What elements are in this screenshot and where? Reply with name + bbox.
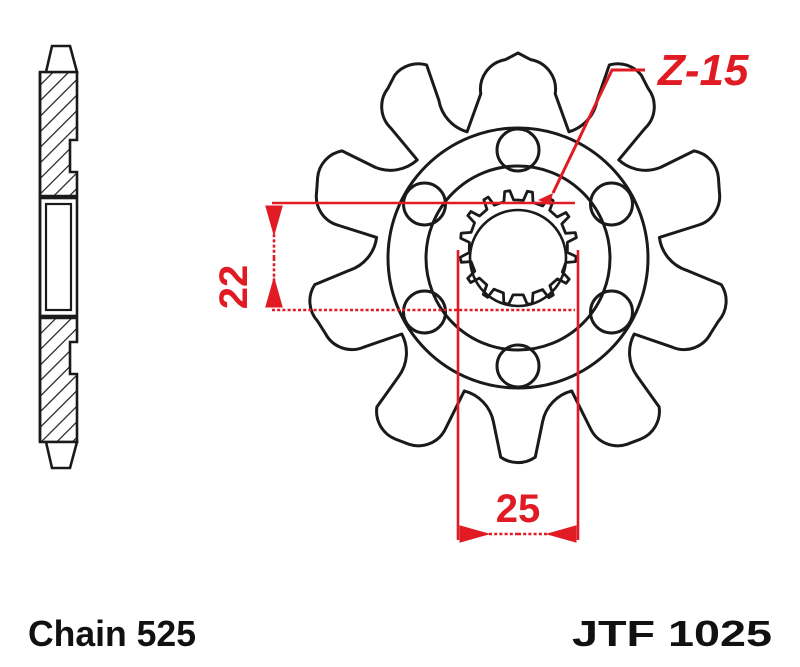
chain-size-label: Chain 525: [28, 613, 196, 654]
lightening-hole: [495, 127, 541, 173]
lightening-holes: [402, 127, 634, 389]
spline-callout-leader: [538, 68, 645, 205]
lightening-hole: [589, 289, 634, 335]
lightening-hole: [589, 181, 634, 227]
leader-line: [551, 68, 645, 194]
section-lower-hatch: [38, 316, 79, 444]
lightening-hole: [495, 343, 541, 389]
dimension-22: [265, 201, 575, 312]
dimension-25-label: 25: [496, 487, 541, 531]
leader-arrowhead: [538, 193, 553, 205]
lightening-hole: [402, 289, 447, 335]
dimension-layer: [265, 68, 645, 543]
section-top-tooth-tip: [44, 44, 79, 74]
spline-callout-label: Z-15: [656, 46, 749, 95]
sprocket-teeth-outline: [308, 51, 728, 465]
section-bore-window: [38, 196, 79, 318]
section-upper-hatch: [38, 70, 79, 198]
section-bore-inner: [44, 202, 73, 312]
section-lower-body: [38, 316, 79, 444]
part-number-label: JTF 1025: [572, 613, 772, 654]
front-face-view: [308, 51, 728, 465]
spline-root-circle: [468, 208, 568, 308]
splined-bore: [458, 189, 578, 306]
section-bottom-tooth-tip: [44, 440, 79, 470]
dimension-22-label: 22: [212, 265, 256, 310]
web-inner-circle: [424, 164, 612, 352]
dimension-25: [456, 250, 580, 543]
section-upper-body: [38, 70, 79, 198]
side-section-view: [38, 44, 79, 470]
